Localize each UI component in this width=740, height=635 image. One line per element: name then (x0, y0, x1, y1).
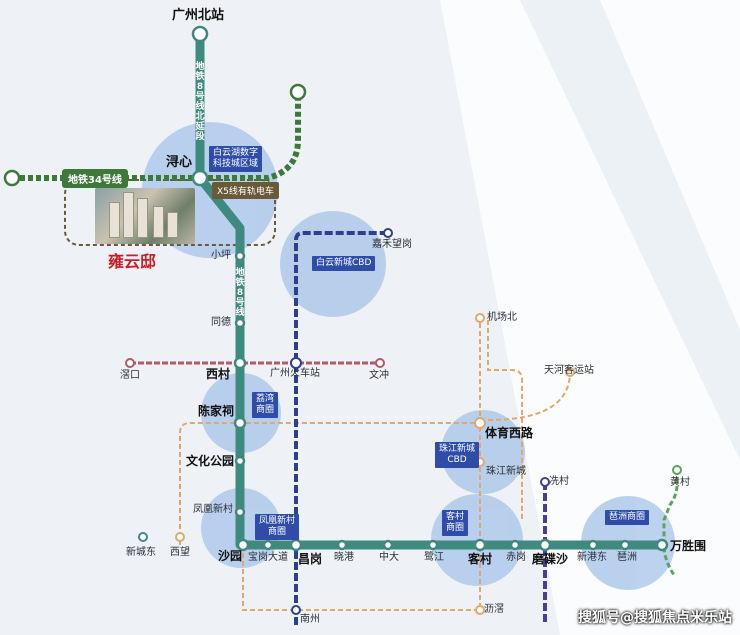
station-kecun (473, 538, 487, 552)
station-baogang (262, 539, 274, 551)
background-band (520, 0, 740, 460)
label-tongde: 同德 (211, 317, 231, 328)
station-xixin (191, 169, 209, 187)
station-changgang (289, 538, 303, 552)
label-xicun: 西村 (206, 367, 231, 381)
area-kecun: 客村 商圈 (442, 510, 469, 536)
label-gz-north: 广州北站 (172, 8, 225, 23)
label-shayuan: 沙园 (218, 549, 243, 563)
station-xiaoping (234, 250, 246, 262)
station-gz-railway (290, 357, 302, 369)
station-wenhua (234, 455, 246, 467)
station-gz-north (191, 25, 209, 43)
label-xingangdong: 新港东 (577, 552, 607, 563)
station-x5-north (289, 83, 307, 101)
station-shayuan (236, 538, 250, 552)
area-baiyun-lake: 白云湖数字 科技城区域 (209, 146, 263, 172)
label-tiyu-xilu: 体育西路 (485, 426, 534, 440)
label-zhongda: 中大 (379, 552, 399, 563)
label-zhujiang: 珠江新城 (486, 466, 526, 477)
line-green-east (662, 470, 679, 576)
label-modiesha: 磨碟沙 (532, 552, 569, 566)
station-chigang (509, 539, 521, 551)
line-8 (195, 34, 662, 550)
line8-label: 地铁8号线 (235, 268, 245, 318)
label-gz-railway: 广州火车站 (270, 368, 320, 379)
x5-label: X5线有轨电车 (212, 182, 279, 199)
watermark: 搜狐号@搜狐焦点米乐站 (578, 610, 732, 626)
project-name: 雍云邸 (108, 252, 157, 271)
station-xicun (233, 356, 247, 370)
station-fenghuang (234, 506, 246, 518)
station-lijiao (475, 605, 485, 615)
station-pazhou (619, 539, 631, 551)
label-pazhou: 琶洲 (617, 552, 637, 563)
label-chigang: 赤岗 (506, 552, 526, 563)
station-modiesha (538, 538, 552, 552)
label-chenjiaci: 陈家祠 (198, 404, 235, 418)
line-orange-south (179, 320, 481, 611)
station-chenjiaci (233, 416, 247, 430)
label-xiaoping: 小坪 (211, 250, 231, 261)
label-jiahe: 嘉禾望岗 (372, 239, 412, 250)
line8-north-label: 地铁8号线北延段 (195, 62, 205, 142)
label-kecun: 客村 (468, 552, 493, 566)
label-xiwang: 西望 (170, 547, 190, 558)
label-huangcun: 黄村 (670, 477, 690, 488)
area-baiyun-cbd: 白云新城CBD (312, 256, 376, 271)
label-tianhe-coach: 天河客运站 (544, 365, 594, 376)
circle-zhujiang (441, 410, 525, 494)
label-lijiao: 沥滘 (484, 604, 504, 615)
station-tongde (234, 317, 246, 329)
project-render-image (95, 188, 195, 244)
label-fenghuang: 凤凰新村 (193, 504, 233, 515)
station-xiaogang (336, 539, 348, 551)
station-lujiang (427, 539, 439, 551)
label-wenhua: 文化公园 (186, 454, 235, 468)
station-xiancun (540, 477, 550, 487)
station-tianhe-coach (565, 367, 575, 377)
label-xiancun: 冼村 (549, 476, 569, 487)
station-line34-west (3, 169, 21, 187)
station-xingangdong (587, 539, 599, 551)
station-markers-other (125, 228, 682, 615)
line-x5 (200, 92, 301, 181)
label-nanzhou: 南州 (300, 614, 320, 625)
station-xiwang (175, 532, 185, 542)
project-outline (64, 179, 276, 246)
area-liwan: 荔湾 商圈 (252, 392, 279, 418)
label-wanshengwei: 万胜围 (670, 539, 707, 553)
line-orange-east (487, 320, 571, 520)
area-fenghuang: 凤凰新村 商圈 (255, 514, 300, 540)
label-baogang: 宝岗大道 (248, 552, 288, 563)
label-airport-north: 机场北 (487, 312, 517, 323)
label-xiaogang: 晓港 (334, 552, 354, 563)
label-lujiang: 鹭江 (424, 552, 444, 563)
station-wanshengwei (655, 538, 669, 552)
station-wenchong (375, 358, 385, 368)
station-jiahe (383, 228, 393, 238)
label-wenchong: 文冲 (369, 370, 389, 381)
station-zhongda (382, 539, 394, 551)
station-xinchengdong (138, 532, 148, 542)
area-pazhou: 琶洲商圈 (605, 510, 650, 525)
label-xinchengdong: 新城东 (126, 547, 156, 558)
station-markers (3, 25, 669, 552)
station-tiyu-xilu (474, 417, 486, 429)
station-airport-north (475, 313, 485, 323)
label-xixin: 浔心 (166, 155, 193, 170)
label-changgang: 昌岗 (298, 552, 323, 566)
station-huangcun (672, 465, 682, 475)
label-yongkou: 滘口 (120, 370, 140, 381)
line-blue (294, 231, 388, 625)
area-zhujiang-cbd: 珠江新城 CBD (435, 442, 480, 468)
station-nanzhou (291, 605, 301, 615)
station-yongkou (125, 358, 135, 368)
line34-label: 地铁34号线 (62, 169, 128, 188)
